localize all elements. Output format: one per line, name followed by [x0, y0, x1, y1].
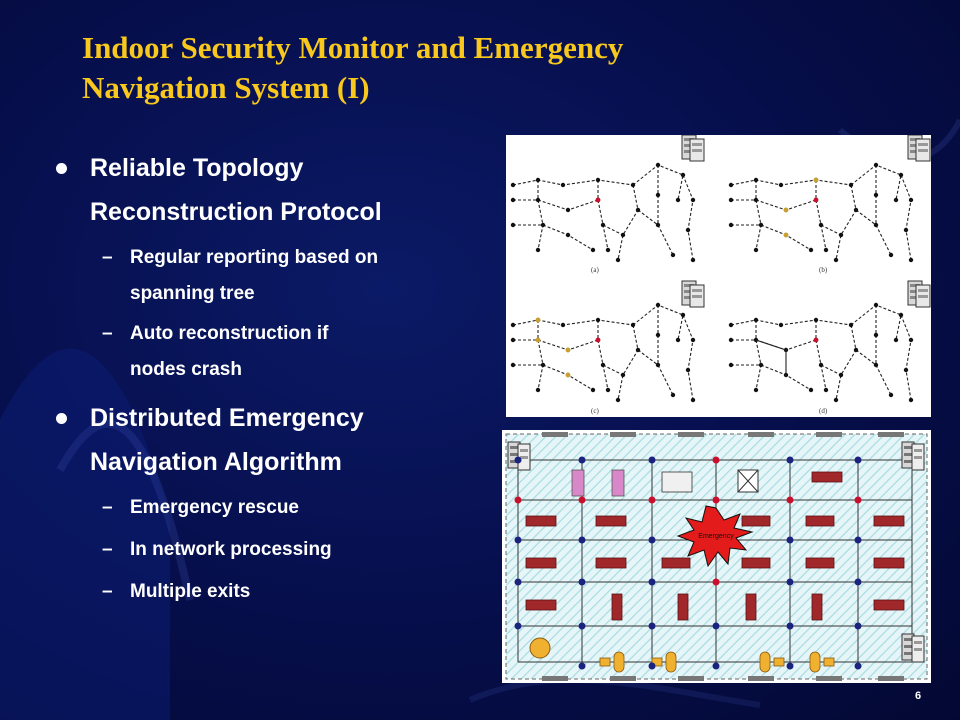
round-bullet-icon — [56, 163, 67, 174]
topology-panel-c — [510, 302, 696, 403]
obstacle-blocks — [525, 471, 905, 621]
bullet-topology-protocol: Reliable Topology Reconstruction Protoco… — [52, 146, 482, 234]
sub-bullet-emergency-rescue: – Emergency rescue — [52, 490, 482, 526]
dash-bullet-icon: – — [102, 323, 113, 344]
bullet-emergency-navigation: Distributed Emergency Navigation Algorit… — [52, 396, 482, 484]
panel-label-a: (a) — [591, 266, 599, 274]
server-rack-icon — [507, 441, 531, 471]
topology-panel-d — [728, 302, 914, 403]
sub-bullet-text: Auto reconstruction if — [130, 323, 329, 344]
sub-bullet-in-network: – In network processing — [52, 532, 482, 568]
floorplan-figure: Emergency — [502, 430, 931, 683]
server-rack-icon — [681, 280, 705, 308]
topology-figure: (a) (b) (c) (d) — [506, 134, 931, 417]
dash-bullet-icon: – — [102, 539, 113, 560]
topology-graph: (a) (b) (c) (d) — [510, 134, 931, 415]
topology-panel-b — [728, 162, 914, 263]
sub-bullet-text: nodes crash — [130, 359, 242, 380]
server-rack-icon — [901, 633, 925, 663]
sub-bullet-text: Regular reporting based on — [130, 247, 379, 268]
round-bullet-icon — [56, 413, 67, 424]
topology-panel-a — [510, 162, 696, 263]
floorplan-map: Emergency — [505, 432, 928, 681]
furniture — [529, 469, 835, 673]
server-rack-icon — [681, 134, 705, 162]
bullet-text: Distributed Emergency — [90, 404, 364, 432]
panel-label-c: (c) — [591, 407, 599, 415]
dash-bullet-icon: – — [102, 247, 113, 268]
page-number: 6 — [915, 690, 922, 702]
dash-bullet-icon: – — [102, 581, 113, 602]
server-rack-icon — [901, 441, 925, 471]
sub-bullet-regular-reporting: – Regular reporting based on spanning tr… — [52, 240, 482, 312]
title-line-2: Navigation System (I) — [82, 70, 370, 105]
emergency-burst-icon: Emergency — [676, 505, 754, 568]
server-rack-icon — [907, 280, 931, 308]
bullet-list: Reliable Topology Reconstruction Protoco… — [52, 146, 482, 610]
sub-bullet-text: Multiple exits — [130, 581, 251, 602]
emergency-label: Emergency — [698, 533, 734, 540]
bullet-text: Reconstruction Protocol — [90, 198, 382, 226]
dash-bullet-icon: – — [102, 497, 113, 518]
sensor-nodes — [514, 456, 862, 670]
slide-title: Indoor Security Monitor and Emergency Na… — [82, 28, 782, 108]
server-rack-icon — [907, 134, 931, 162]
sub-bullet-text: spanning tree — [130, 283, 255, 304]
sub-bullet-auto-reconstruction: – Auto reconstruction if nodes crash — [52, 316, 482, 388]
panel-label-b: (b) — [819, 266, 828, 274]
sub-bullet-text: Emergency rescue — [130, 497, 299, 518]
panel-label-d: (d) — [819, 407, 828, 415]
sub-bullet-text: In network processing — [130, 539, 332, 560]
sub-bullet-multiple-exits: – Multiple exits — [52, 574, 482, 610]
title-line-1: Indoor Security Monitor and Emergency — [82, 30, 624, 65]
bullet-text: Navigation Algorithm — [90, 448, 342, 476]
bullet-text: Reliable Topology — [90, 154, 304, 182]
